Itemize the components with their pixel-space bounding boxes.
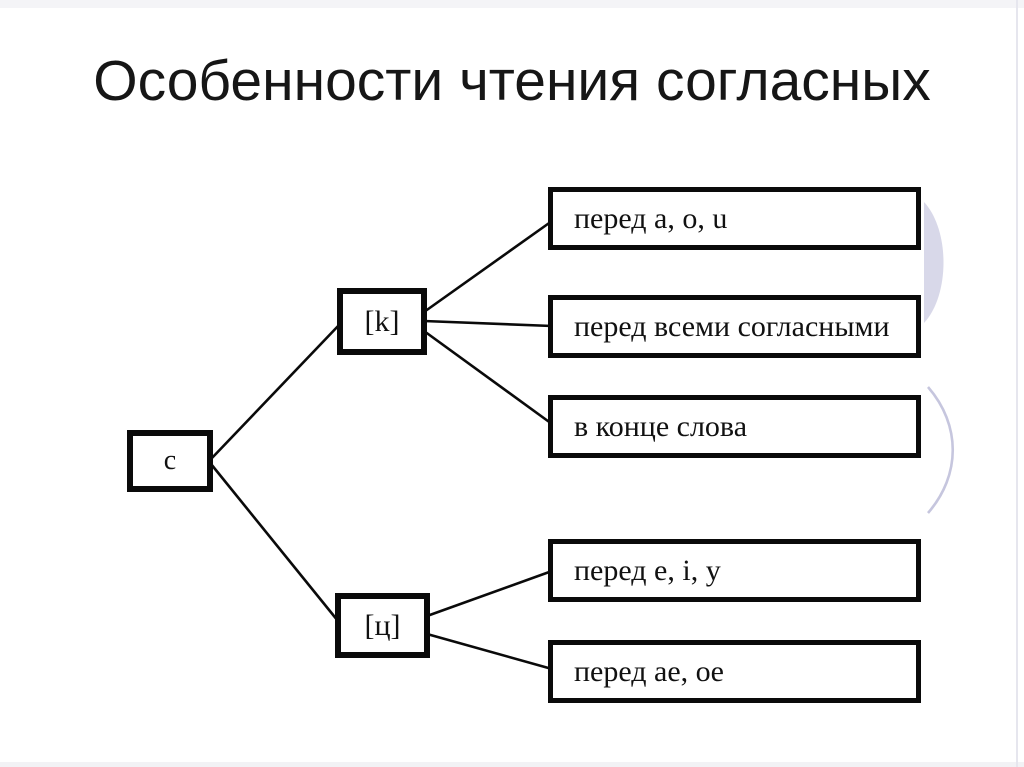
slide-right-edge [1016, 0, 1018, 767]
connector-ts-to-leaf4 [426, 569, 553, 618]
lavender-arc-decoration [927, 386, 954, 514]
branch-node-ts-label: [ц] [364, 608, 401, 642]
root-node-label: c [163, 445, 177, 476]
branch-node-k-label: [k] [364, 304, 400, 338]
root-node-c: c [127, 430, 213, 492]
lavender-half-disc-decoration [924, 202, 944, 323]
leaf-box-before-all-consonants: перед всеми согласными [548, 295, 921, 358]
slide-top-edge [0, 0, 1024, 8]
leaf-label: перед a, o, u [574, 201, 728, 235]
connector-k-to-leaf2 [423, 319, 553, 328]
connector-ts-to-leaf5 [426, 632, 553, 671]
connector-k-to-leaf1 [423, 219, 553, 314]
leaf-box-word-end: в конце слова [548, 395, 921, 458]
branch-node-k: [k] [337, 288, 427, 355]
leaf-box-before-ae-oe: перед ae, oe [548, 640, 921, 703]
leaf-label: перед всеми согласными [574, 309, 890, 343]
leaf-label: перед e, i, y [574, 553, 721, 587]
slide-bottom-edge [0, 762, 1024, 767]
connector-k-to-leaf3 [423, 329, 553, 426]
leaf-box-before-e-i-y: перед e, i, y [548, 539, 921, 602]
leaf-label: перед ae, oe [574, 654, 724, 688]
connector-c-to-k [210, 323, 341, 460]
leaf-label: в конце слова [574, 409, 748, 443]
slide-title: Особенности чтения согласных [93, 49, 931, 113]
leaf-box-before-a-o-u: перед a, o, u [548, 187, 921, 250]
branch-node-ts: [ц] [335, 593, 430, 658]
connector-c-to-ts [209, 463, 340, 622]
